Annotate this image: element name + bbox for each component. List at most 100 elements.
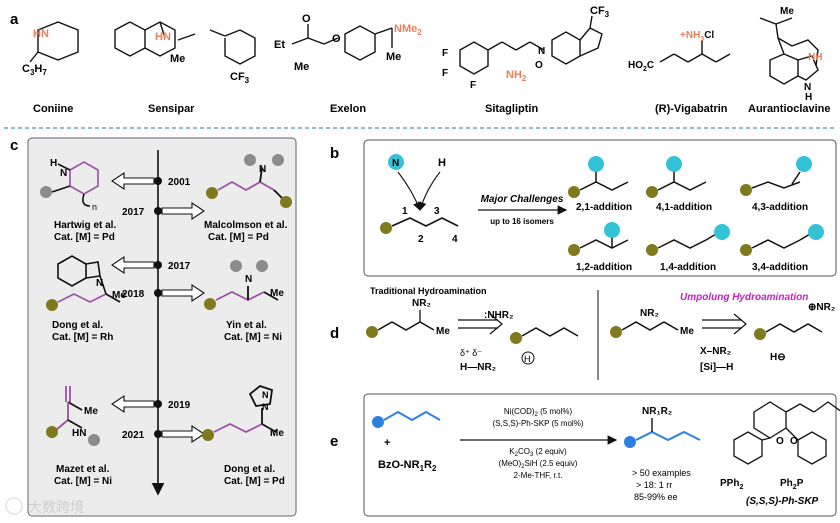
e-skp-o2: O: [790, 436, 798, 447]
yin-author: Yin et al.: [226, 320, 267, 331]
exelon-structure: [291, 24, 393, 61]
sitagliptin-name: Sitagliptin: [485, 103, 538, 115]
d-trad-reactant: [377, 321, 435, 331]
year-2019: 2019: [168, 400, 191, 411]
timeline-dots: [154, 177, 162, 438]
d-ump-reactant: [621, 321, 679, 331]
e-cond4: (MeO)2SiH (2.5 equiv): [499, 459, 578, 470]
sensipar-name: Sensipar: [148, 103, 195, 115]
d-retro-arrow2: [702, 313, 747, 335]
malcolmson-cat: Cat. [M] = Pd: [208, 232, 269, 243]
sitagliptin-n: N: [538, 46, 545, 57]
yin-grey-ball1: [230, 260, 242, 272]
dong-pd-n2: N: [262, 390, 269, 400]
e-cond5: 2-Me-THF, r.t.: [514, 471, 563, 480]
hartwig-structure: [51, 161, 99, 207]
hartwig-n-sub: n: [92, 202, 97, 212]
b-prod-41: 4,1-addition: [656, 202, 712, 213]
b-diene: [391, 217, 459, 227]
panel-a-label: a: [10, 11, 19, 28]
b-num4: 4: [452, 234, 458, 245]
dong-pd-n1: N: [262, 402, 269, 412]
panel-a: a HN C3H7 Coniine HN Me CF3 Sensipar: [10, 5, 831, 115]
b-isomers: up to 16 isomers: [490, 217, 554, 226]
hartwig-author: Hartwig et al.: [54, 220, 116, 231]
e-product-ball: [624, 436, 636, 448]
e-stat1: > 50 examples: [632, 468, 691, 478]
dong-pd-author: Dong et al.: [224, 464, 275, 475]
year-2018: 2018: [122, 289, 145, 300]
d-trad-hnr2: H—NR₂: [460, 362, 496, 373]
panel-c-label: c: [10, 137, 18, 154]
mazet-olive-ball: [46, 426, 58, 438]
coniine-structure: [29, 21, 79, 63]
e-cond1: Ni(COD)2 (5 mol%): [504, 407, 573, 418]
e-product: [635, 430, 701, 442]
e-diene-ball: [372, 416, 384, 428]
aurantioclavine-h: H: [805, 92, 812, 103]
b-num2: 2: [418, 234, 424, 245]
panel-c-box: [27, 137, 297, 517]
d-trad-nr2: NR₂: [412, 298, 431, 309]
mazet-author: Mazet et al.: [56, 464, 110, 475]
year-2001: 2001: [168, 177, 191, 188]
vigabatrin-nh3: +NH3Cl: [680, 30, 714, 43]
panel-b: b N H 1 2 3 4 Major Challenges up to 16 …: [330, 139, 837, 277]
vigabatrin-ho2c: HO2C: [628, 60, 654, 73]
d-umpolung-title: Umpolung Hydroamination: [680, 292, 808, 303]
watermark-logo-icon: [5, 497, 23, 515]
aurantioclavine-me: Me: [780, 6, 794, 17]
d-trad-delta: δ⁺ δ⁻: [460, 348, 482, 358]
sitagliptin-f2: F: [442, 68, 448, 79]
sitagliptin-structure: [459, 15, 603, 75]
malcolmson-grey-ball2: [272, 154, 284, 166]
sitagliptin-f1: F: [442, 48, 448, 59]
malcolmson-n: N: [259, 164, 266, 175]
exelon-o: O: [302, 13, 311, 25]
dong-pd-cat: Cat. [M] = Pd: [224, 476, 285, 487]
vigabatrin-name: (R)-Vigabatrin: [655, 103, 728, 115]
e-plus: +: [384, 437, 390, 449]
mazet-hn: HN: [72, 428, 86, 439]
dong-pd-olive-ball: [202, 429, 214, 441]
exelon-et: Et: [274, 39, 285, 51]
b-curve-arrow2: [417, 171, 441, 212]
sitagliptin-cf3: CF3: [590, 5, 610, 19]
d-ump-diene-ball: [754, 328, 766, 340]
sitagliptin-f3: F: [470, 80, 476, 91]
e-skp-ligand: [733, 401, 840, 465]
mazet-grey-ball: [88, 434, 100, 446]
e-diene: [383, 410, 441, 422]
exelon-o2: O: [332, 33, 341, 45]
malcolmson-olive-ball: [206, 187, 218, 199]
b-n-ball: [388, 154, 404, 170]
e-cond2: (S,S,S)-Ph-SKP (5 mol%): [493, 419, 584, 428]
dong-rh-olive-ball: [46, 299, 58, 311]
d-ump-diene: [765, 323, 823, 333]
aurantioclavine-structure: [759, 17, 819, 85]
panel-b-label: b: [330, 145, 339, 162]
d-ump-plus-nr2: ⊕NR₂: [808, 302, 835, 313]
timeline-arrows: [111, 171, 205, 444]
d-trad-hplus: [521, 351, 535, 365]
d-retro-arrow1: [458, 313, 503, 335]
aurantioclavine-name: Aurantioclavine: [748, 103, 831, 115]
b-prod-12: 1,2-addition: [576, 262, 632, 273]
b-product-balls: [568, 156, 824, 256]
panel-e-label: e: [330, 433, 338, 450]
hartwig-grey-ball: [40, 186, 52, 198]
panel-e: e + BzO-NR1R2 Ni(COD)2 (5 mol%) (S,S,S)-…: [330, 393, 840, 517]
d-trad-diene: [521, 327, 579, 337]
panel-b-box: [363, 139, 837, 277]
malcolmson-grey-ball1: [244, 154, 256, 166]
b-prod-34: 3,4-addition: [752, 262, 808, 273]
yin-structure: [215, 286, 279, 302]
d-ump-nr2: NR₂: [640, 308, 659, 319]
coniine-name: Coniine: [33, 103, 73, 115]
exelon-name: Exelon: [330, 103, 366, 115]
malcolmson-author: Malcolmson et al.: [204, 220, 288, 231]
mazet-structure: [55, 386, 83, 431]
yin-olive-ball: [204, 298, 216, 310]
mazet-me: Me: [84, 406, 98, 417]
